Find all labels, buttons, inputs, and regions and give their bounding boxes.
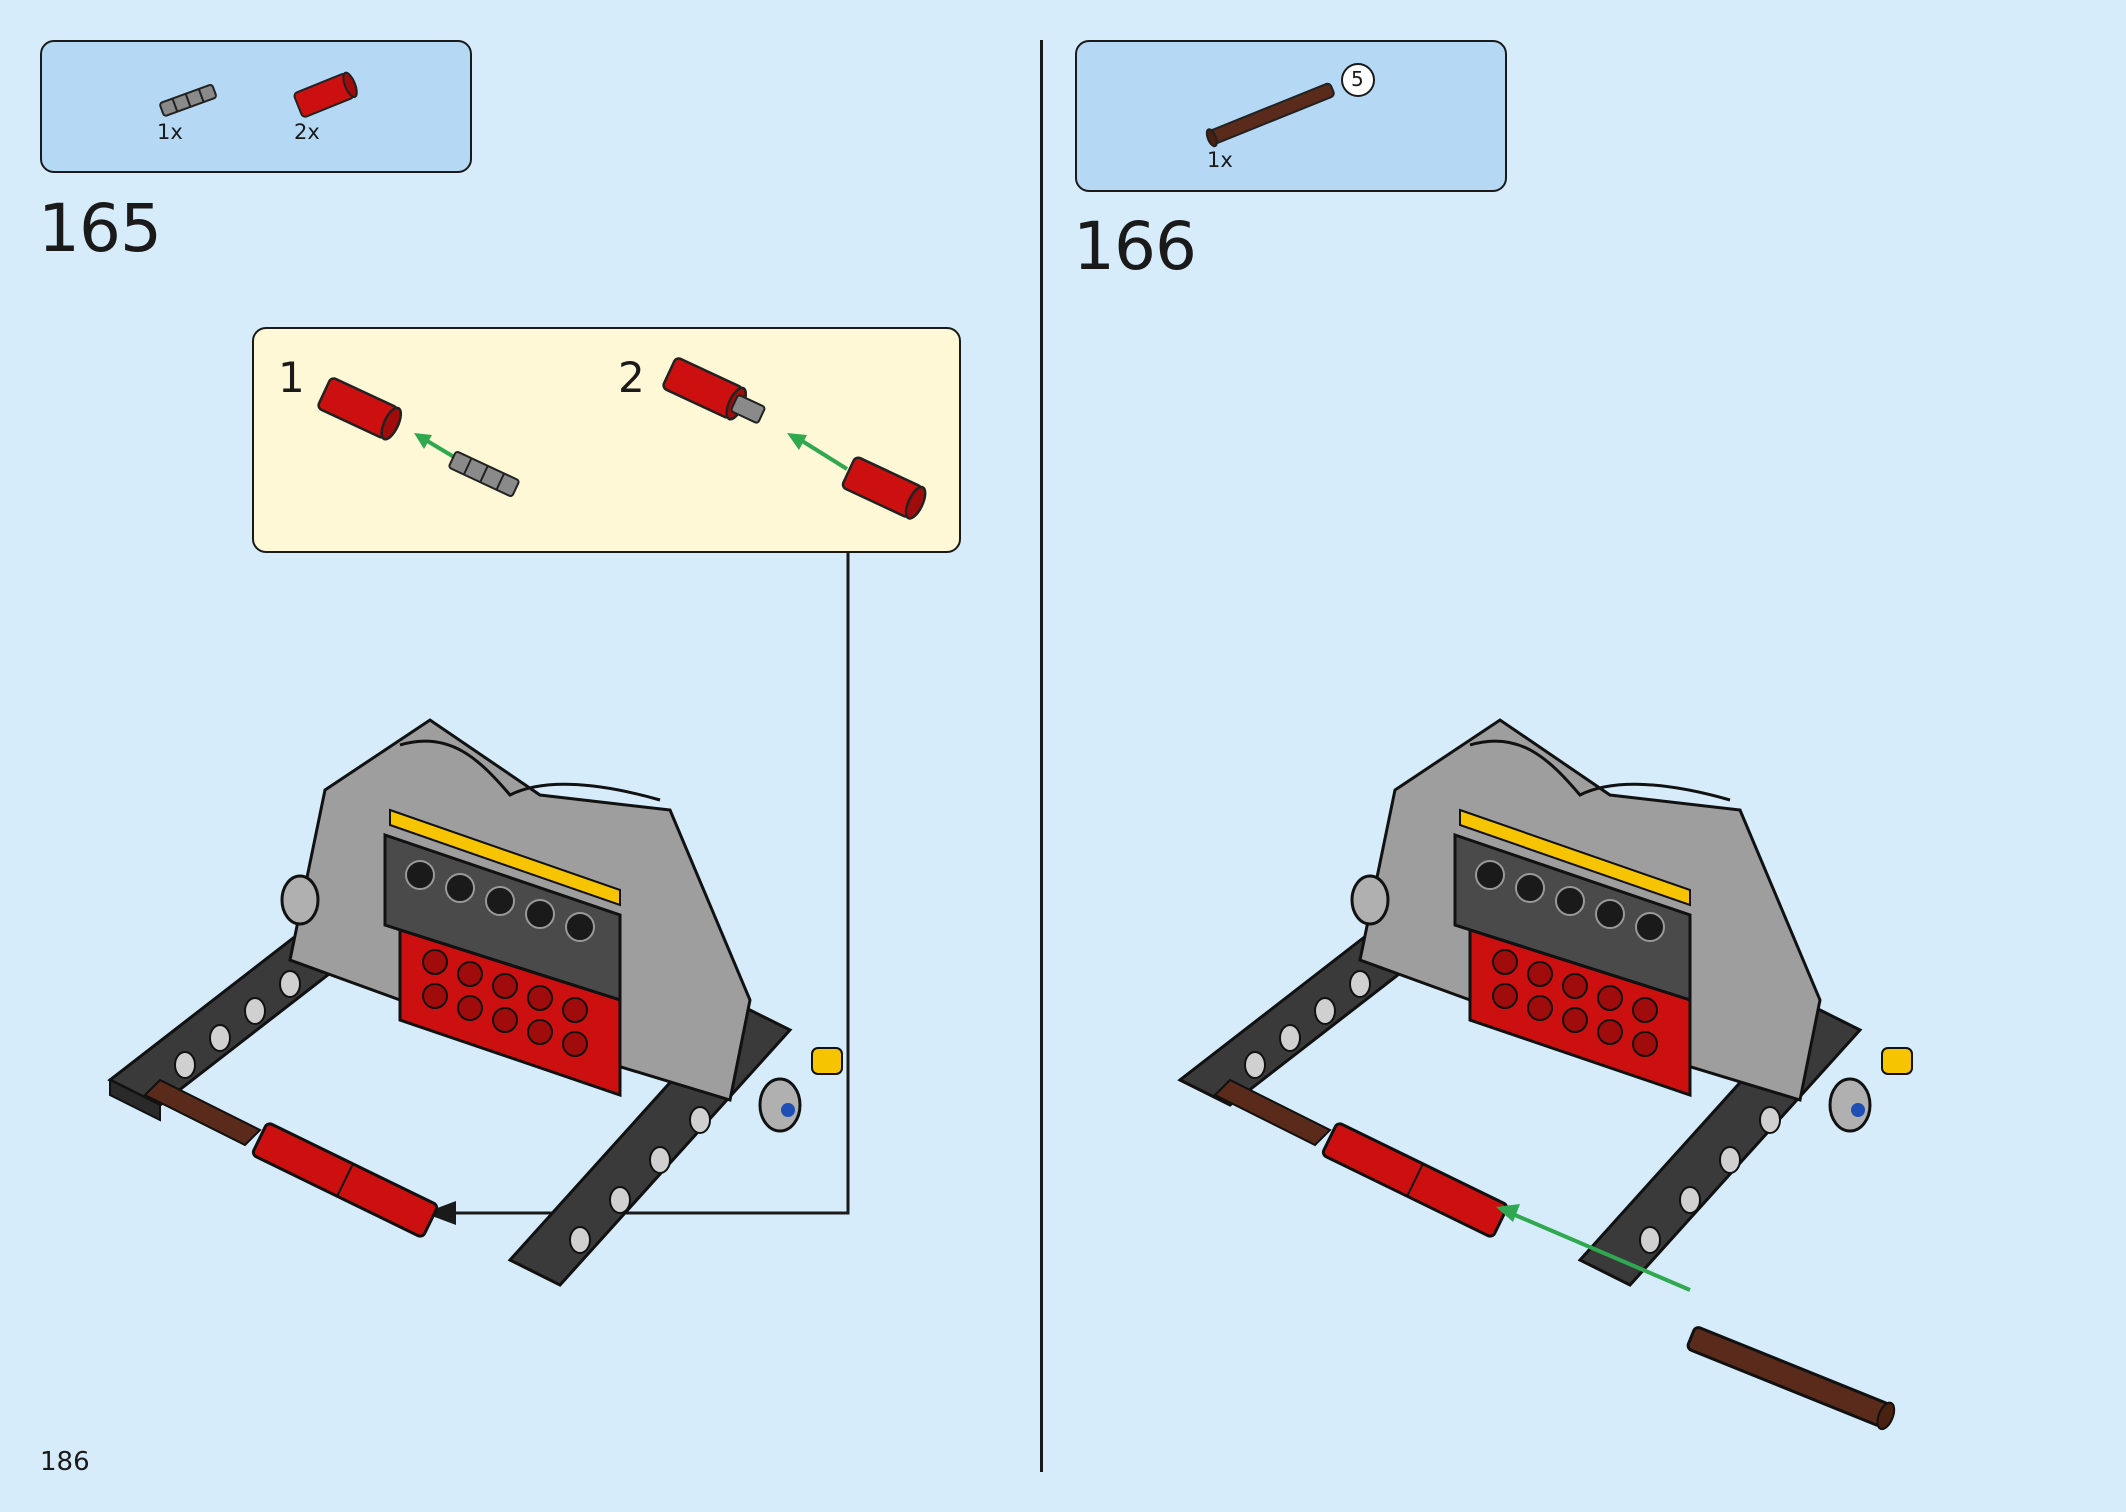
axle-connector-icon [159, 84, 217, 117]
step-number-165: 165 [38, 190, 162, 267]
axle-length-label: 5 [1351, 67, 1364, 91]
model-illustration-165 [107, 718, 843, 1287]
axle-length-badge [1341, 63, 1375, 97]
page-number: 186 [40, 1447, 90, 1477]
brown-axle-icon [1205, 82, 1335, 148]
parts-list-166: 5 1x [1075, 40, 1507, 192]
model-illustration-166 [1177, 718, 1913, 1431]
substep-number-2: 2 [618, 353, 645, 402]
step-number-166: 166 [1073, 208, 1197, 285]
substep-1-illustration [317, 377, 520, 497]
substep-2-illustration [662, 357, 927, 520]
part-qty-red-axle-connector: 2x [294, 120, 320, 144]
red-axle-connector-icon [293, 71, 358, 118]
part-qty-axle-connector: 1x [157, 120, 183, 144]
step-divider [1040, 40, 1043, 1472]
part-qty-brown-axle: 1x [1207, 148, 1233, 172]
parts-list-165: 1x 2x [40, 40, 472, 173]
subassembly-callout: 1 2 [252, 327, 961, 553]
substep-number-1: 1 [278, 353, 305, 402]
